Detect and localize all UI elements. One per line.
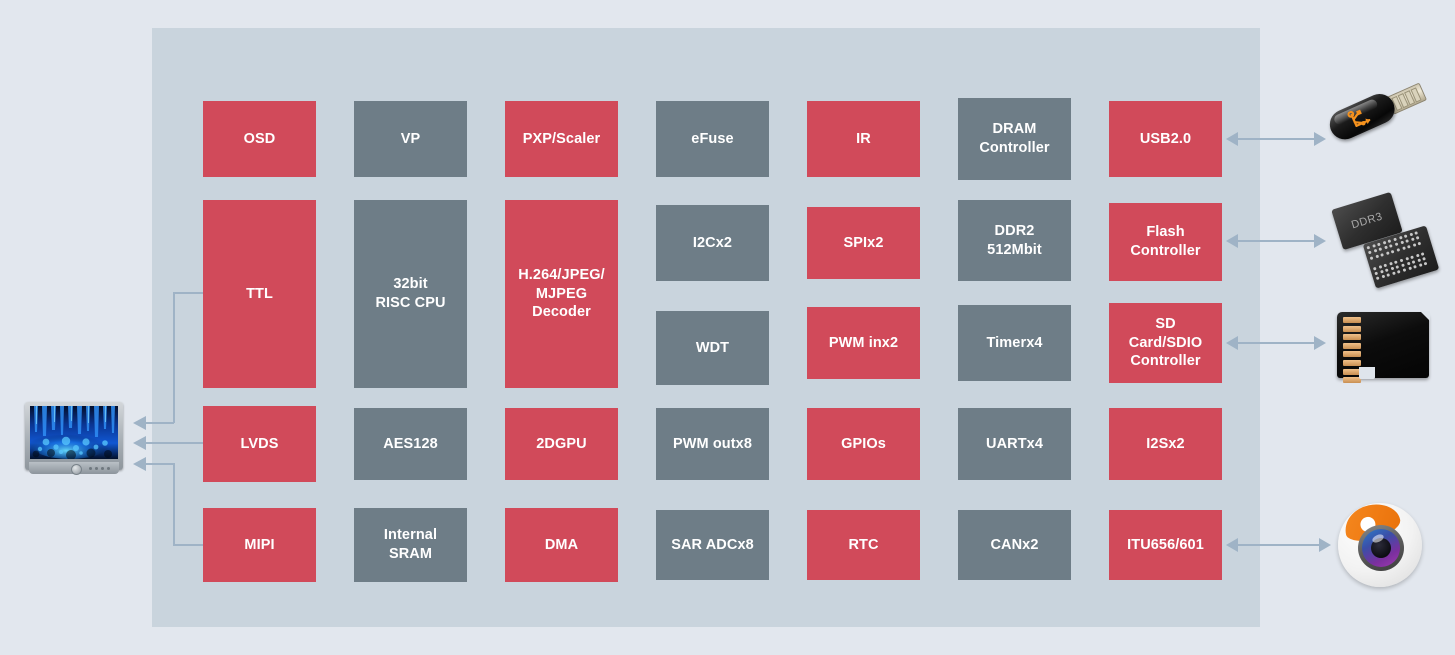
block-osd[interactable]: OSD [203, 101, 316, 177]
arrowhead-left [1226, 538, 1238, 552]
arrow-shaft [1236, 342, 1316, 344]
block-aes128[interactable]: AES128 [354, 408, 467, 480]
arrow-shaft [1236, 544, 1321, 546]
camera-body [1338, 503, 1422, 587]
wire-lvds-to-display [146, 442, 204, 444]
block-2dgpu[interactable]: 2DGPU [505, 408, 618, 480]
block-efuse[interactable]: eFuse [656, 101, 769, 177]
monitor-bezel [25, 402, 123, 470]
block-dma[interactable]: DMA [505, 508, 618, 582]
arrow-usb [1226, 132, 1326, 146]
block-canx2[interactable]: CANx2 [958, 510, 1071, 580]
arrow-shaft [1236, 240, 1316, 242]
arrowhead-left [1226, 336, 1238, 350]
arrowhead-left [1226, 132, 1238, 146]
arrowhead-right [1319, 538, 1331, 552]
wire-ttl-display-run [146, 422, 174, 424]
arrow-flash [1226, 234, 1326, 248]
block-spix2[interactable]: SPIx2 [807, 207, 920, 279]
block-dram-controller[interactable]: DRAM Controller [958, 98, 1071, 180]
block-uartx4[interactable]: UARTx4 [958, 408, 1071, 480]
block-lvds[interactable]: LVDS [203, 406, 316, 482]
arrow-lvds-display [133, 436, 146, 450]
block-itu656[interactable]: ITU656/601 [1109, 510, 1222, 580]
monitor-indicator-leds [89, 467, 110, 470]
arrow-sd [1226, 336, 1326, 350]
block-mipi[interactable]: MIPI [203, 508, 316, 582]
arrowhead-right [1314, 336, 1326, 350]
arrowhead-left [1226, 234, 1238, 248]
arrowhead-right [1314, 234, 1326, 248]
camera-lens-aperture [1371, 538, 1391, 558]
block-ttl[interactable]: TTL [203, 200, 316, 388]
arrow-camera [1226, 538, 1331, 552]
block-i2cx2[interactable]: I2Cx2 [656, 205, 769, 281]
block-pwm-out[interactable]: PWM outx8 [656, 408, 769, 480]
wire-ttl-horizontal [173, 292, 204, 294]
usb-flash-drive-icon [1325, 82, 1430, 180]
camera-icon [1338, 503, 1422, 587]
block-timerx4[interactable]: Timerx4 [958, 305, 1071, 381]
block-i2sx2[interactable]: I2Sx2 [1109, 408, 1222, 480]
block-ddr2[interactable]: DDR2 512Mbit [958, 200, 1071, 281]
microsd-contact-pads [1343, 317, 1361, 386]
usb-trident-logo-icon [1347, 109, 1371, 127]
block-sar-adc[interactable]: SAR ADCx8 [656, 510, 769, 580]
usb-body [1325, 89, 1400, 145]
block-pwm-in[interactable]: PWM inx2 [807, 307, 920, 379]
ddr3-memory-chip-icon: DDR3 [1330, 191, 1442, 292]
block-risc-cpu[interactable]: 32bit RISC CPU [354, 200, 467, 388]
camera-lens-glass [1362, 529, 1400, 567]
block-flash-controller[interactable]: Flash Controller [1109, 203, 1222, 281]
block-rtc[interactable]: RTC [807, 510, 920, 580]
camera-lens-barrel [1358, 525, 1404, 571]
block-wdt[interactable]: WDT [656, 311, 769, 385]
microsd-bevel-corner [1420, 311, 1430, 321]
block-sd-controller[interactable]: SD Card/SDIO Controller [1109, 303, 1222, 383]
block-usb20[interactable]: USB2.0 [1109, 101, 1222, 177]
block-video-decoder[interactable]: H.264/JPEG/ MJPEG Decoder [505, 200, 618, 388]
monitor-screen [30, 406, 118, 459]
wire-mipi-to-display [146, 463, 174, 465]
microsd-card-icon [1337, 311, 1430, 384]
arrow-shaft [1236, 138, 1316, 140]
arrow-mipi-display [133, 457, 146, 471]
block-pxp-scaler[interactable]: PXP/Scaler [505, 101, 618, 177]
block-vp[interactable]: VP [354, 101, 467, 177]
block-gpios[interactable]: GPIOs [807, 408, 920, 480]
arrowhead-right [1314, 132, 1326, 146]
arrow-ttl-display [133, 416, 146, 430]
ddr3-chip-label: DDR3 [1349, 210, 1385, 232]
microsd-body [1337, 311, 1430, 384]
wire-mipi-horizontal [173, 544, 204, 546]
block-ir[interactable]: IR [807, 101, 920, 177]
microsd-notch [1359, 367, 1375, 379]
wire-mipi-vertical [173, 463, 175, 545]
usb-rotated-group [1325, 82, 1428, 145]
monitor-power-button [71, 464, 82, 475]
wire-ttl-vertical [173, 292, 175, 423]
lcd-monitor-icon [25, 402, 123, 482]
monitor-plasma-image [30, 406, 118, 459]
block-internal-sram[interactable]: Internal SRAM [354, 508, 467, 582]
